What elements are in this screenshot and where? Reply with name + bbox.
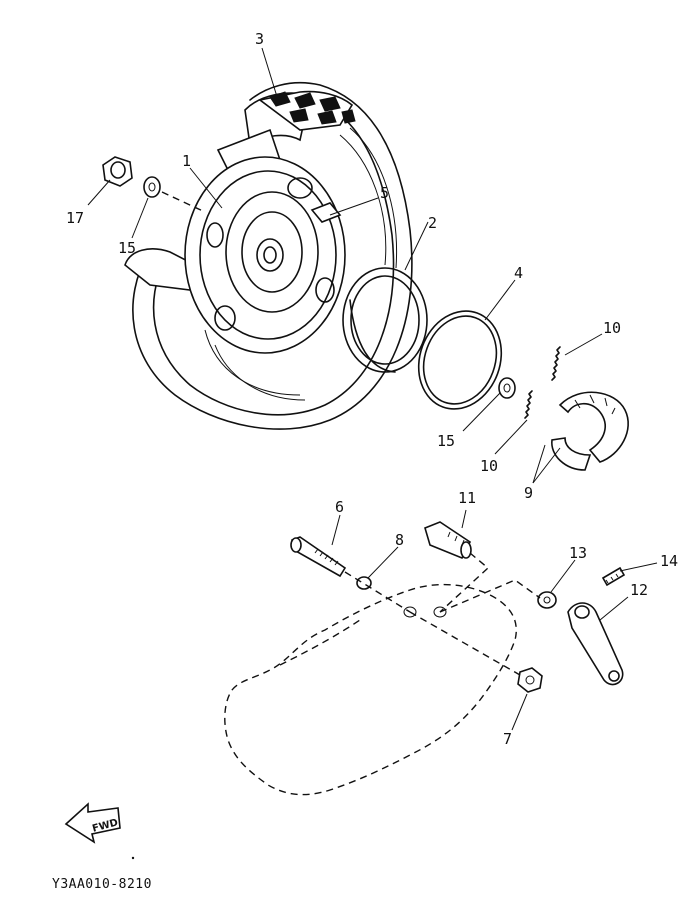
callout-2: 2	[428, 214, 437, 232]
callout-5: 5	[380, 184, 389, 202]
callout-9: 9	[524, 484, 533, 502]
callout-4: 4	[514, 264, 523, 282]
assembly-lines	[161, 191, 541, 676]
washer-13	[537, 591, 557, 609]
callout-8: 8	[395, 531, 404, 549]
nut-17	[102, 156, 133, 187]
brake-spring-upper	[551, 346, 561, 381]
callout-7: 7	[503, 730, 512, 748]
callout-6: 6	[335, 498, 344, 516]
callout-17: 17	[66, 209, 84, 227]
washer-right	[498, 377, 516, 399]
callout-15-right: 15	[437, 432, 455, 450]
bolt-14	[601, 566, 626, 587]
callout-3: 3	[255, 30, 264, 48]
drawing-code: Y3AA010-8210	[52, 877, 152, 892]
callout-10-lower: 10	[480, 457, 498, 475]
leader-lines	[87, 47, 658, 731]
callout-1: 1	[182, 152, 191, 170]
crankcase-outline	[224, 583, 517, 796]
brake-drum-ring	[342, 267, 428, 373]
callout-12: 12	[630, 581, 648, 599]
callout-15-left: 15	[118, 239, 136, 257]
washer-left	[143, 176, 161, 198]
valve	[310, 202, 342, 223]
wheel-rim	[184, 156, 346, 354]
callout-13: 13	[569, 544, 587, 562]
brake-shoes	[551, 391, 629, 471]
nut-7	[517, 667, 543, 693]
seal-ring	[417, 310, 503, 410]
brake-spring-lower	[524, 390, 533, 419]
fwd-arrow-icon: FWD	[64, 802, 121, 844]
brake-lever	[567, 602, 624, 686]
brake-camshaft	[424, 521, 472, 560]
axle-shaft	[290, 536, 347, 578]
callout-10-upper: 10	[603, 319, 621, 337]
callout-labels: 3 1 5 2 4 10 15 10 9 11 6 8 13 14 12 7 1…	[66, 30, 678, 748]
callout-14: 14	[660, 552, 678, 570]
callout-11: 11	[458, 489, 476, 507]
